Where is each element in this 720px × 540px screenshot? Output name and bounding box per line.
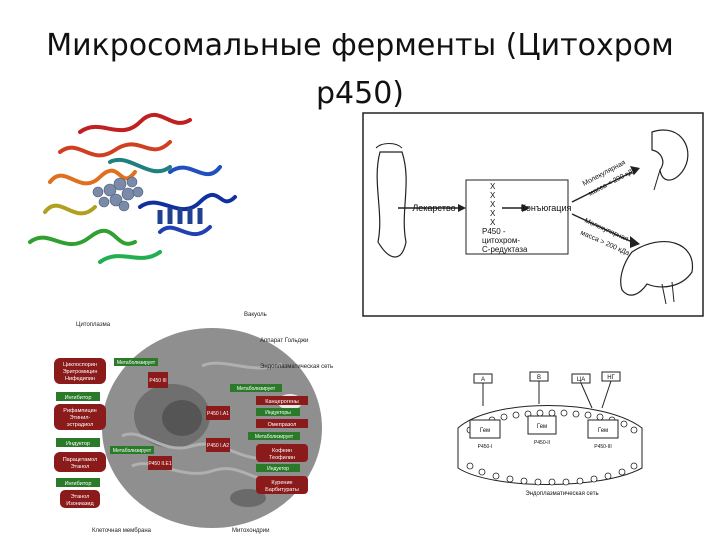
right-green-label: Метаболизирует [237,386,276,392]
x-mark: X [490,191,496,200]
right-red-label: Курение [271,480,292,486]
drug-box-text: эстрадиол [67,422,94,428]
p450-isoform-label: Р450-I [478,444,493,450]
x-mark: X [490,182,496,191]
drug-box-text: Циклоспорин [63,362,97,368]
drug-box-text: Эритромицин [63,369,98,375]
mitochondria-label: Митохондрии [232,528,269,534]
kidney-icon [651,129,689,181]
p450-isoform-label: Р450-III [594,444,612,450]
right-red-label: Барбитураты [265,487,299,493]
drug-box-text: Этанол [71,494,90,500]
x-mark: X [490,209,496,218]
arrow-up-icon [571,171,633,203]
right-red-label: Канцерогены [265,399,299,405]
drug-box-text: Этинил- [70,415,91,421]
title-line-2: р450) [315,76,404,111]
cell-diagram: Вакуоль Цитоплазма Аппарат Гольджи Эндоп… [54,312,333,534]
right-red-label: Омепразол [268,422,297,428]
membrane-caption: Эндоплазматическая сеть [525,491,598,497]
membrane-diagram: А В ЦА НГ Гем Гем Гем Р450-I Р450-II Р45… [457,371,643,497]
p450-label: Р450 II.E1 [148,461,172,467]
vacuole-label: Вакуоль [244,312,267,318]
substrate-label: А [481,377,485,383]
p450-label: Р450 III [149,378,166,384]
right-green-label: Индукторы [265,410,291,416]
p450-label: Р450 I.A2 [207,443,229,449]
drug-box-text: Изониазид [66,501,94,507]
heme-label: Гем [480,428,490,434]
arrow-down-icon [571,213,633,243]
right-green-label: Индуктор [267,466,289,472]
heme-label: Гем [598,428,608,434]
liver-icon [620,241,694,296]
golgi-label: Аппарат Гольджи [260,338,308,344]
x-mark: X [490,218,496,227]
p450-label: Р450 I.A1 [207,411,229,417]
substrate-label: НГ [607,375,615,381]
left-green-label: Ингибитор [65,395,92,401]
cell-membrane-label: Клеточная мембрана [92,528,152,534]
title-line-1: Микросомальные ферменты (Цитохром [46,28,674,63]
drug-box-text: Рифампицин [63,408,96,414]
right-red-label: Теофилин [269,455,295,461]
metabolism-scheme: Лекарство X X X X X Р450 - цитохром- С-р… [362,112,704,317]
cytoplasm-label: Цитоплазма [76,322,111,328]
protein-structure-image [28,113,237,264]
x-mark: X [490,200,496,209]
enzyme-label: С-редуктаза [482,245,528,254]
drug-box-text: Этанол [71,464,90,470]
drug-box-text: Нифедипин [65,376,95,382]
enzyme-label: цитохром- [482,236,520,245]
right-red-label: Кофеин [272,448,292,454]
enzyme-label: Р450 - [482,227,506,236]
mid-green-label: Метаболизирует [117,360,156,366]
intestine-icon [376,151,407,258]
drug-box-text: Парацетамол [63,457,98,463]
left-green-label: Индуктор [66,441,90,447]
mid-green-label: Метаболизирует [113,448,152,454]
drug-label: Лекарство [412,203,455,213]
conjugate-label: Конъюгация [521,203,572,213]
er-label: Эндоплазматическая сеть [260,364,333,370]
slide-title: Микросомальные ферменты (Цитохром р450) [0,22,720,118]
heme-label: Гем [537,424,547,430]
right-green-label: Метаболизирует [255,434,294,440]
left-green-label: Ингибитор [65,481,92,487]
substrate-label: В [537,375,541,381]
p450-isoform-label: Р450-II [534,440,550,446]
substrate-label: ЦА [577,377,585,383]
